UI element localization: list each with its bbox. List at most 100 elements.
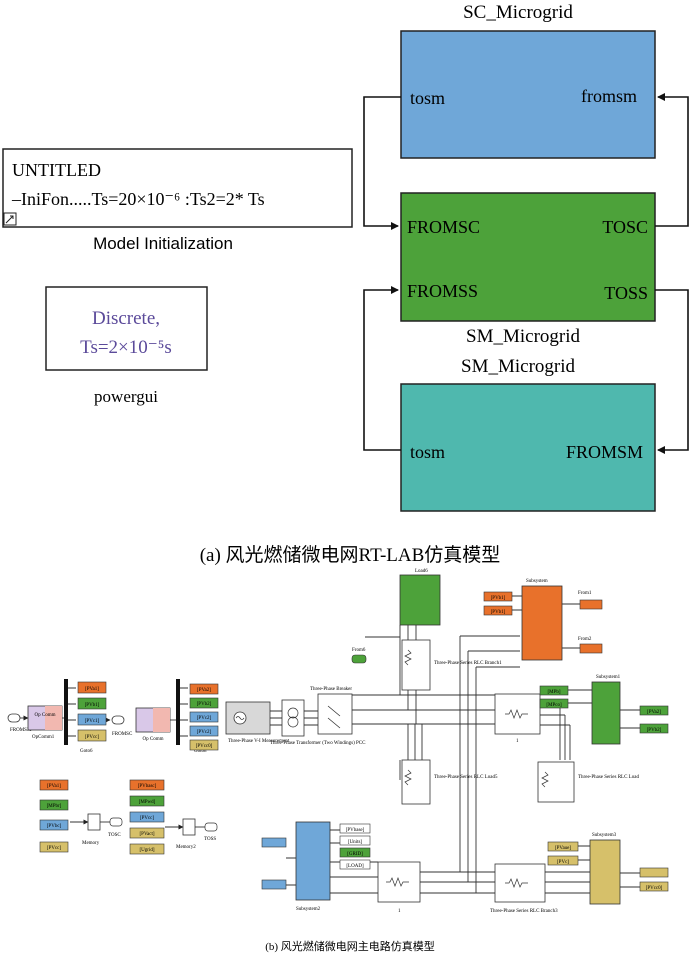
orange-input-tags: [PVb1] [PVb1] <box>483 591 513 616</box>
line2-label: 1 <box>398 909 401 914</box>
init-line2: –IniFon.....Ts=20×10⁻⁶ :Ts2=2* Ts <box>11 189 265 209</box>
rlc-branch3-label: Three-Phase Series RLC Branch3 <box>490 909 558 914</box>
master-port-toss: TOSS <box>604 283 648 303</box>
memory2-block[interactable] <box>182 818 196 836</box>
svg-text:[GRID]: [GRID] <box>347 852 363 857</box>
top-signal-lines <box>363 93 689 454</box>
vi-measurement-block[interactable] <box>225 701 271 735</box>
svg-text:[PVb1]: [PVb1] <box>491 610 506 615</box>
svg-text:[LOAD]: [LOAD] <box>346 864 364 869</box>
powergui-line1: Discrete, <box>92 308 160 329</box>
caption-b: (b) 风光燃储微电网主电路仿真模型 <box>265 939 435 953</box>
rlc-load5-label: Three-Phase Series RLC Load5 <box>434 775 498 780</box>
sc-port-tosm: tosm <box>410 88 445 108</box>
subsystem3-label: Subsystem3 <box>592 833 617 838</box>
powergui-line2: Ts=2×10⁻⁵s <box>80 337 172 358</box>
svg-text:[PVbasc]: [PVbasc] <box>138 784 157 789</box>
master-port-fromss: FROMSS <box>407 281 478 301</box>
svg-text:From2: From2 <box>578 637 592 642</box>
line2-block[interactable] <box>377 861 421 903</box>
subsystem2-tags: [PVbase] [Units] [GRID] [LOAD] <box>339 823 371 870</box>
init-caption: Model Initialization <box>93 234 233 253</box>
sm-microgrid-block[interactable] <box>400 383 656 512</box>
memory2-label: Memory2 <box>176 845 196 850</box>
svg-text:[PVcc]: [PVcc] <box>85 735 99 740</box>
model-init-block[interactable] <box>2 148 353 228</box>
rlc-load-block[interactable] <box>537 761 575 803</box>
subsystem-orange-block[interactable] <box>521 585 563 661</box>
measurement-label: Three-Phase V-I Measurement <box>228 739 290 744</box>
memory-block[interactable] <box>87 813 101 831</box>
subsystem3-block[interactable] <box>589 839 621 905</box>
svg-text:[MPb]: [MPb] <box>547 690 560 695</box>
tosc-label: TOSC <box>108 833 121 838</box>
line1-label: 1 <box>516 739 519 744</box>
subsystem2-label: Subsystem2 <box>296 907 321 912</box>
sm-microgrid-title: SM_Microgrid <box>461 356 576 377</box>
breaker-block[interactable] <box>317 693 353 735</box>
opcomm1-label: OpComm1 <box>32 735 55 740</box>
subsystem2-block[interactable] <box>295 821 331 901</box>
line1-block[interactable] <box>494 693 541 735</box>
opcomm-label: Op Comm <box>143 737 164 742</box>
svg-text:[MPco]: [MPco] <box>546 703 562 708</box>
svg-text:[PVc]: [PVc] <box>557 860 569 865</box>
svg-text:[Units]: [Units] <box>348 840 363 845</box>
svg-text:[PVbc]: [PVbc] <box>47 824 62 829</box>
rlc-load5-block[interactable] <box>401 759 431 805</box>
pcc-label: Three-Phase Transformer (Two Windings) P… <box>270 741 366 746</box>
powergui-caption: powergui <box>94 387 158 406</box>
memory2-tags: [PVbasc] [MPwd] [PVcc] [PVact] [Ugrid] <box>129 779 165 855</box>
rlc-branch1-block[interactable] <box>401 639 431 691</box>
memory-label: Memory <box>82 841 100 846</box>
breaker-label: Three-Phase Breaker <box>310 687 352 692</box>
svg-text:[PVc1]: [PVc1] <box>85 719 100 724</box>
main-circuit-diagram: FROMSM Op Comm OpComm1 Goto6 [PVa1] [PVb… <box>7 569 669 914</box>
svg-text:[PVb1]: [PVb1] <box>85 703 100 708</box>
memory1-tags: [PVa1] [MPbr] [PVbc] [PVcc] <box>39 779 69 853</box>
subsystem1-block[interactable] <box>591 681 621 745</box>
master-port-tosc: TOSC <box>602 217 648 237</box>
left-goto-tags: [PVa1] [PVb1] [PVc1] [PVcc] <box>77 681 107 742</box>
svg-text:[Ugrid]: [Ugrid] <box>140 848 155 853</box>
master-port-fromsc: FROMSC <box>407 217 480 237</box>
svg-text:Op Comm: Op Comm <box>35 713 56 718</box>
load6-block[interactable] <box>399 574 441 626</box>
subsystem3-tags: [PVaue] [PVc] [PVcc0] <box>547 841 669 892</box>
mid-goto-tags: [PVa2] [PVb2] [PVc2] [PVc2] [PVcc0] <box>189 683 219 751</box>
sm-port-tosm: tosm <box>410 442 445 462</box>
svg-text:[PVcc]: [PVcc] <box>140 816 154 821</box>
svg-text:[PVc2]: [PVc2] <box>197 716 212 721</box>
svg-text:[PVcc0]: [PVcc0] <box>196 744 213 749</box>
svg-text:[PVcc0]: [PVcc0] <box>646 886 663 891</box>
toss-label: TOSS <box>204 837 216 842</box>
svg-text:[PVc2]: [PVc2] <box>197 730 212 735</box>
svg-text:[PVa1]: [PVa1] <box>85 687 99 692</box>
goto6-label: Goto6 <box>80 749 93 754</box>
sm-port-fromsm: FROMSM <box>566 442 643 462</box>
goto8-label: Goto8 <box>194 749 207 754</box>
rlc-load-label: Three-Phase Series RLC Load <box>578 775 639 780</box>
svg-text:[PVb2]: [PVb2] <box>647 728 662 733</box>
subsystem1-label: Subsystem1 <box>596 675 621 680</box>
caption-a: (a) 风光燃储微电网RT-LAB仿真模型 <box>200 544 501 566</box>
sm-microgrid-master-block[interactable] <box>400 192 656 322</box>
powergui-block[interactable] <box>45 286 208 371</box>
svg-text:[PVa2]: [PVa2] <box>647 710 661 715</box>
svg-text:[MPbr]: [MPbr] <box>47 804 62 809</box>
svg-text:[MPwd]: [MPwd] <box>139 800 156 805</box>
svg-text:From1: From1 <box>578 591 592 596</box>
svg-text:From6: From6 <box>352 648 366 653</box>
sc-microgrid-title: SC_Microgrid <box>463 2 573 23</box>
svg-text:[PVbase]: [PVbase] <box>346 828 365 833</box>
rlc-branch3-block[interactable] <box>494 863 546 903</box>
master-caption: SM_Microgrid <box>466 326 581 347</box>
svg-text:[PVb2]: [PVb2] <box>197 702 212 707</box>
svg-text:[PVa2]: [PVa2] <box>197 688 211 693</box>
sc-port-fromsm: fromsm <box>581 86 637 106</box>
sc-microgrid-block[interactable] <box>400 30 656 159</box>
svg-text:[PVb1]: [PVb1] <box>491 596 506 601</box>
svg-text:FROMSM: FROMSM <box>10 728 32 733</box>
fromsc-label: FROMSC <box>112 732 133 737</box>
